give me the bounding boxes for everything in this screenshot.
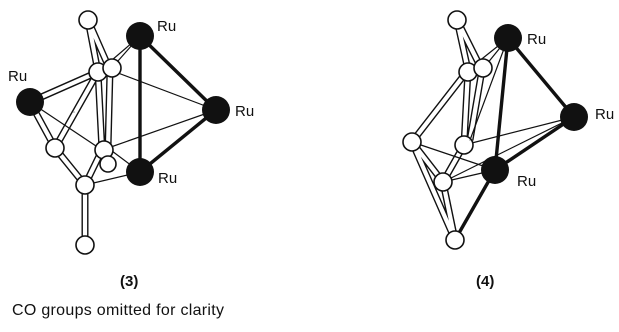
carbon-atom xyxy=(75,175,95,195)
footnote: CO groups omitted for clarity xyxy=(12,302,225,319)
ruthenium-atom xyxy=(126,22,154,50)
carbon-atom xyxy=(402,132,422,152)
ruthenium-atom xyxy=(494,24,522,52)
carbon-atom xyxy=(102,58,122,78)
structure-4-carbon-atoms xyxy=(402,10,493,250)
ru-label: Ru xyxy=(158,170,177,187)
ru-label: Ru xyxy=(157,18,176,35)
ru-label: Ru xyxy=(235,103,254,120)
carbon-atom xyxy=(473,58,493,78)
carbon-atom xyxy=(99,155,117,173)
structure-3-ring-bonds xyxy=(26,18,114,245)
carbon-atom xyxy=(445,230,465,250)
structure-4-ruthenium-atoms xyxy=(481,24,588,184)
structure-4-caption: (4) xyxy=(476,273,494,290)
structure-4: Ru Ru Ru (4) xyxy=(402,10,614,290)
ru-label: Ru xyxy=(595,106,614,123)
structure-3-ruthenium-atoms xyxy=(16,22,230,186)
structure-3-metal-carbon-bonds xyxy=(29,35,217,186)
carbon-atom xyxy=(454,135,474,155)
ruthenium-atom xyxy=(126,158,154,186)
structure-4-ring-bonds xyxy=(408,18,486,242)
ru-label: Ru xyxy=(527,31,546,48)
structure-3-carbon-atoms xyxy=(45,10,122,255)
ru-label: Ru xyxy=(517,173,536,190)
carbon-atom xyxy=(78,10,98,30)
structure-3: Ru Ru Ru Ru (3) xyxy=(8,10,254,290)
ruthenium-atom xyxy=(560,103,588,131)
carbon-atom xyxy=(447,10,467,30)
carbon-atom xyxy=(75,235,95,255)
ruthenium-atom xyxy=(16,88,44,116)
structure-3-metal-bonds xyxy=(138,34,218,174)
ruthenium-atom xyxy=(481,156,509,184)
ru-label: Ru xyxy=(8,68,27,85)
structure-3-caption: (3) xyxy=(120,273,138,290)
ruthenium-atom xyxy=(202,96,230,124)
carbon-atom xyxy=(433,172,453,192)
carbon-atom xyxy=(45,138,65,158)
